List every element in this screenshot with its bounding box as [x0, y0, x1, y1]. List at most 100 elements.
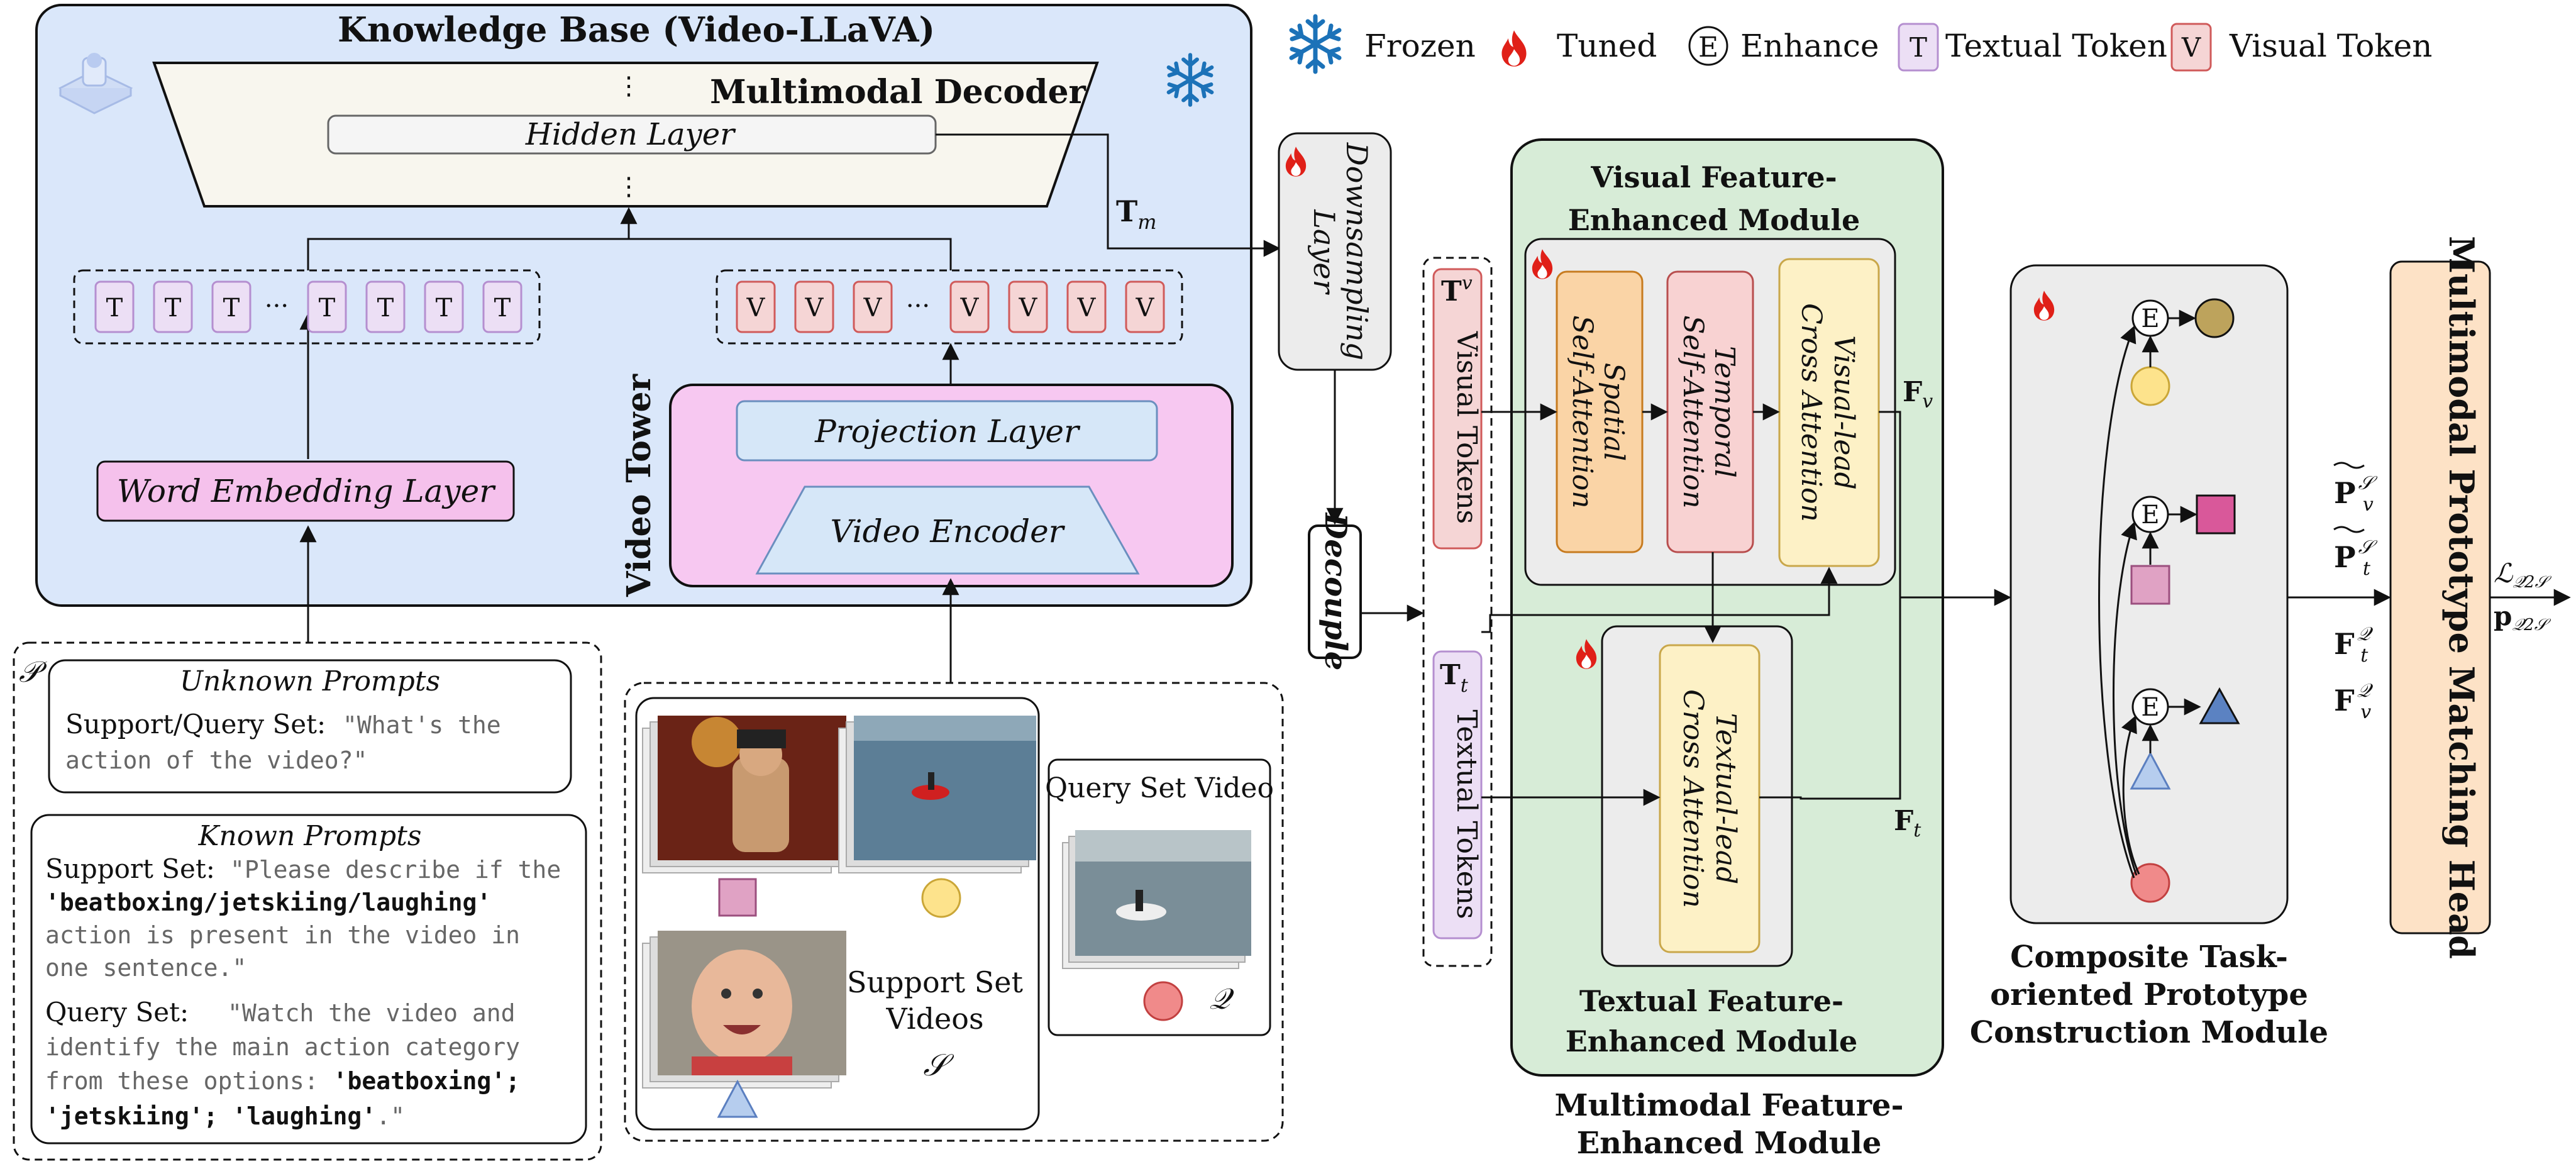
- text-token-label: T: [436, 294, 453, 323]
- legend-tuned: Tuned: [1557, 28, 1657, 64]
- temporal-label-1: Temporal: [1708, 346, 1740, 478]
- text-token: [424, 280, 464, 333]
- support-video-laughing: [642, 931, 846, 1089]
- visual-tokens: V V V ··· V V V V: [736, 280, 1165, 333]
- support-prompt-line-4: one sentence.": [45, 954, 246, 982]
- support-video-beatboxing: [642, 716, 846, 873]
- legend-textual-token: Textual Token: [1945, 28, 2167, 64]
- support-set-label: Support Set:: [45, 853, 215, 884]
- query-set-label: Query Set:: [45, 997, 189, 1028]
- spatial-label-2: Self-Attention: [1566, 315, 1598, 508]
- mfem-title-2: Enhanced Module: [1577, 1126, 1882, 1161]
- visual-lead-label-1: Visual-lead: [1828, 335, 1860, 490]
- visual-module-title-2: Enhanced Module: [1568, 203, 1860, 237]
- pink-square-icon: [718, 878, 757, 917]
- support-videos-label-2: Videos: [885, 1002, 983, 1036]
- legend-enhance-symbol: E: [1698, 31, 1718, 64]
- tokens-border: [1422, 257, 1493, 967]
- support-prompt-line-3: action is present in the video in: [45, 921, 520, 949]
- projection-layer-label: Projection Layer: [814, 413, 1081, 450]
- database-icon: [58, 53, 133, 114]
- query-prompt-line-2: identify the main action category: [45, 1033, 520, 1061]
- prompts-border: [13, 641, 602, 1161]
- visual-token: [1125, 280, 1165, 333]
- videos-panel: Support Set Videos 𝒮 Query Set Video 𝒬: [624, 682, 1284, 1142]
- legend-frozen: Frozen: [1364, 28, 1476, 64]
- text-token-label: T: [319, 294, 336, 323]
- enhance-node-2-label: E: [2141, 501, 2159, 529]
- mfem-title-1: Multimodal Feature-: [1555, 1088, 1904, 1123]
- decoder-title: Multimodal Decoder: [710, 73, 1086, 111]
- cpc-module: E E E Composite Task- oriented Prototype…: [1970, 264, 2328, 1050]
- multimodal-feature-enhanced-module: Visual Feature- Enhanced Module Spatial …: [1510, 138, 1944, 1161]
- knowledge-base: Knowledge Base (Video-LLaVA) Multimodal …: [35, 4, 1281, 607]
- textual-module-title-1: Textual Feature-: [1579, 984, 1844, 1018]
- text-token-label: T: [494, 294, 511, 323]
- text-token: [153, 280, 193, 333]
- query-prompt-line-1: "Watch the video and: [228, 999, 516, 1027]
- downsampling-label-1: Downsampling: [1340, 142, 1374, 360]
- legend-visual-token-symbol: V: [2181, 32, 2201, 63]
- text-token: [211, 280, 252, 333]
- tm-arrow: [936, 133, 1281, 257]
- text-token-label: T: [165, 294, 182, 323]
- red-circle-icon: [2130, 863, 2170, 903]
- downsampling-layer: Downsampling Layer: [1278, 132, 1392, 371]
- visual-token: [736, 280, 776, 333]
- decouple-label: Decouple: [1318, 512, 1353, 671]
- decouple-box: [1308, 524, 1362, 659]
- support-videos-label-1: Support Set: [847, 965, 1024, 999]
- visual-token-label: V: [1019, 294, 1038, 323]
- cpc-title-3: Construction Module: [1970, 1015, 2328, 1050]
- visual-tokens-symbol: Tv: [1441, 272, 1473, 308]
- visual-token-ellipsis: ···: [906, 292, 930, 321]
- ft-label: Ft: [1894, 805, 1921, 841]
- text-token: [307, 280, 347, 333]
- text-token-ellipsis: ···: [265, 292, 289, 321]
- query-video-title: Query Set Video: [1045, 772, 1274, 804]
- textual-module-title-2: Enhanced Module: [1566, 1024, 1858, 1058]
- visual-module-title-1: Visual Feature-: [1590, 160, 1837, 194]
- known-prompts-title: Known Prompts: [198, 820, 422, 852]
- visual-token-label: V: [746, 294, 766, 323]
- snowflake-icon: [1291, 16, 1339, 72]
- knowledge-base-title: Knowledge Base (Video-LLaVA): [338, 9, 935, 50]
- visual-tokens-label: Visual Tokens: [1451, 331, 1483, 524]
- cpc-title-2: oriented Prototype: [1990, 977, 2308, 1012]
- red-circle-icon: [1143, 981, 1183, 1021]
- hidden-layer-label: Hidden Layer: [525, 117, 736, 152]
- support-video-jetskiing: [838, 716, 1036, 873]
- visual-token-label: V: [805, 294, 824, 323]
- unknown-prompts-text-1: "What's the: [343, 711, 501, 739]
- unknown-prompts-box: [48, 659, 572, 794]
- blue-triangle-icon: [2130, 751, 2171, 790]
- visual-token-row: [716, 269, 1183, 345]
- tm-label: Tm: [1116, 194, 1157, 234]
- text-token-label: T: [377, 294, 394, 323]
- yellow-circle-icon: [921, 878, 961, 918]
- textual-lead-cross-attention: [1659, 644, 1761, 953]
- downsampling-label-2: Layer: [1307, 209, 1341, 295]
- blue-triangle-icon: [717, 1079, 758, 1118]
- pink-square-icon: [2130, 565, 2170, 605]
- textual-tokens-bar: [1432, 650, 1483, 940]
- decoder-dots-bottom: ⋮: [616, 172, 641, 201]
- text-tokens: T T T ··· T T T T: [94, 280, 522, 333]
- fv-label: Fv: [1903, 376, 1933, 413]
- matching-head: Multimodal Prototype Matching Head: [2389, 236, 2491, 959]
- word-embedding-layer: [96, 460, 515, 522]
- matching-head-label: Multimodal Prototype Matching Head: [2441, 236, 2482, 959]
- visual-token-label: V: [863, 294, 883, 323]
- textual-token-icon: [1898, 23, 1939, 72]
- textual-tokens-label: Textual Tokens: [1451, 709, 1483, 919]
- legend: Frozen Tuned E Enhance T Textual Token V…: [1291, 16, 2432, 72]
- gold-circle-icon: [2194, 298, 2235, 338]
- visual-lead-label-2: Cross Attention: [1795, 303, 1827, 522]
- visual-token: [794, 280, 834, 333]
